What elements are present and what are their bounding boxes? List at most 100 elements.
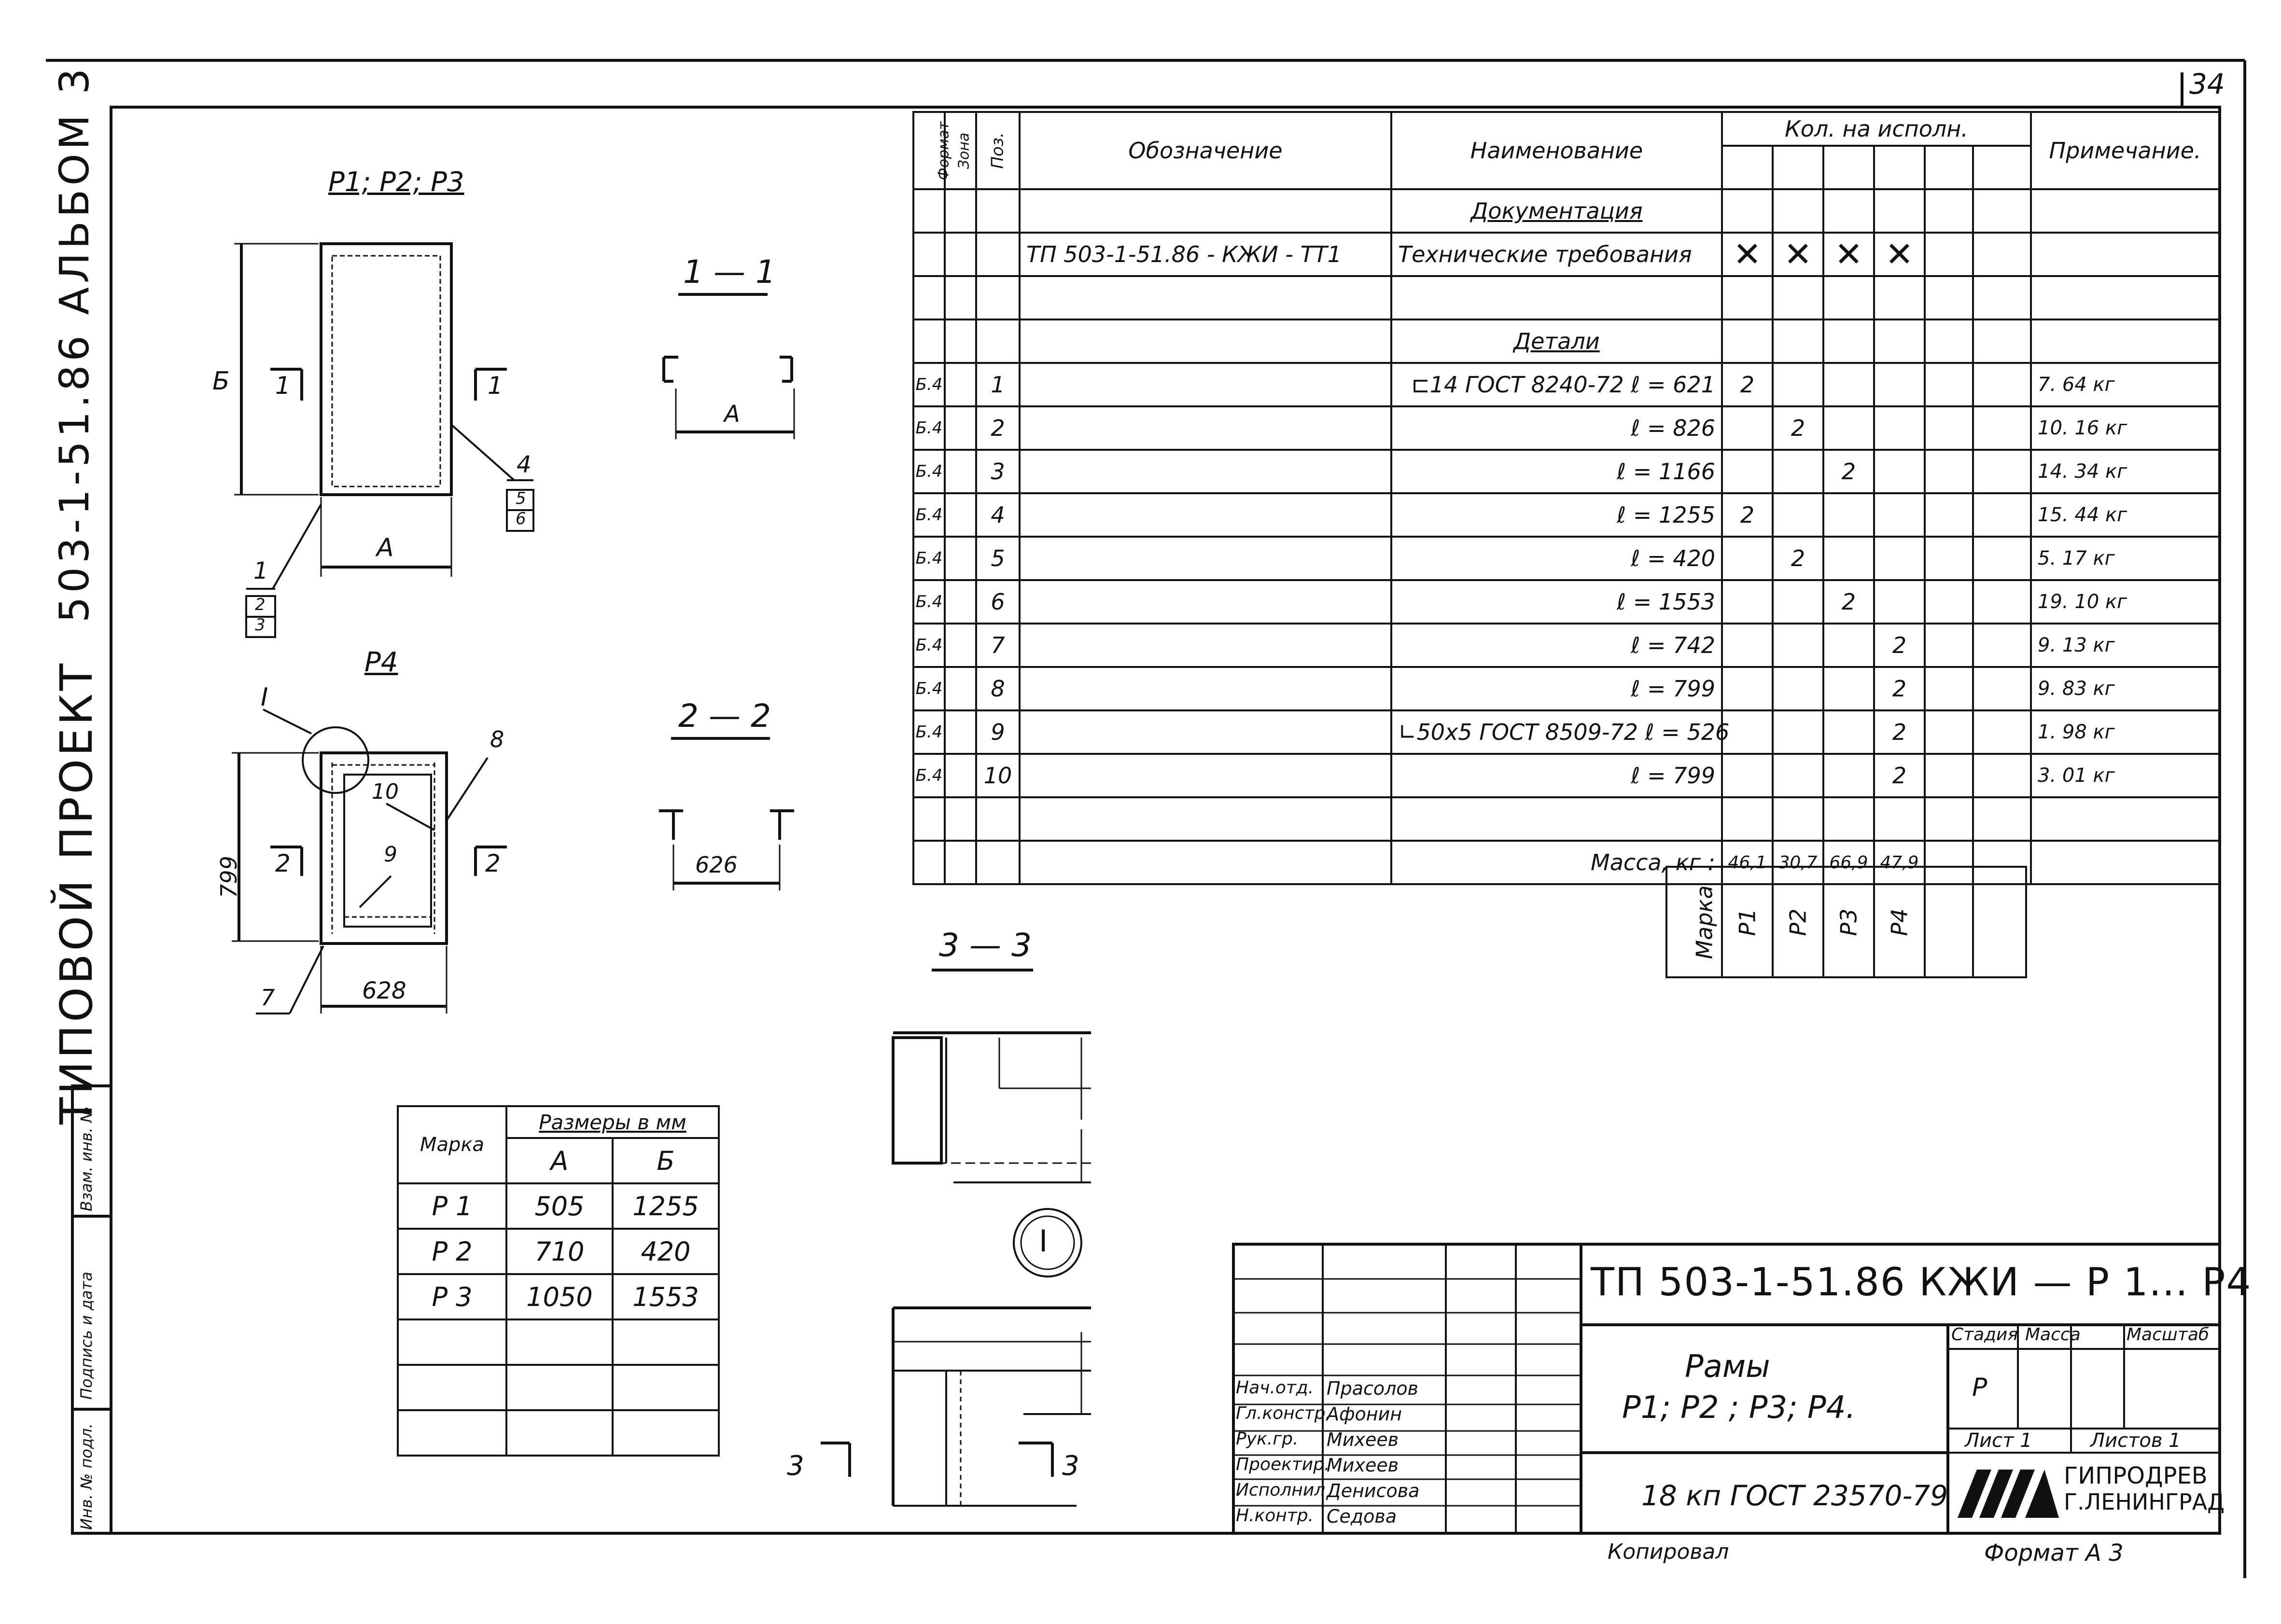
doc-name: Технические требования (1390, 232, 1723, 277)
spec-designation-cell (1019, 492, 1392, 538)
spec-qty-cell (1924, 492, 1974, 538)
spec-name-cell: ℓ = 826 (1390, 405, 1723, 451)
spec-qty-cell (1822, 623, 1875, 668)
spec-note-cell: 7. 64 кг (2030, 362, 2221, 407)
spec-qty-cell (1772, 449, 1824, 494)
marka-p3: Р3 (1822, 866, 1875, 978)
spec-note-cell: 14. 34 кг (2030, 449, 2221, 494)
standard-ref: 18 кп ГОСТ 23570-79 (1641, 1479, 1948, 1512)
drawing-title-line2: Р1; Р2 ; Р3; Р4. (1622, 1390, 1856, 1426)
dims-cell-mark: Р 2 (397, 1228, 507, 1275)
spec-qty-cell (1772, 666, 1824, 711)
signature-role: Нач.отд. (1236, 1378, 1314, 1398)
spec-note-cell: 5. 17 кг (2030, 536, 2221, 581)
spec-qty-cell (1972, 362, 2032, 407)
spec-format-cell: Б.4 (912, 709, 946, 755)
spec-designation-cell (1019, 579, 1392, 625)
spec-format-cell: Б.4 (912, 579, 946, 625)
spec-note-cell: 1. 98 кг (2030, 709, 2221, 755)
spec-qty-cell: 2 (1772, 405, 1824, 451)
spec-format-cell: Б.4 (912, 536, 946, 581)
position-label: 1 (253, 557, 268, 584)
dim-b-label: Б (212, 367, 230, 396)
spec-qty-cell (1822, 536, 1875, 581)
header-note: Примечание. (2030, 111, 2221, 190)
node-callout-label: I (1039, 1223, 1048, 1259)
signature-name: Михеев (1327, 1429, 1399, 1450)
spec-qty-cell: 2 (1873, 623, 1926, 668)
marka-p4: Р4 (1873, 866, 1926, 978)
spine-stamp-cell: Взам. инв. № (77, 1106, 96, 1211)
spec-designation-cell (1019, 623, 1392, 668)
position-label: 4 (517, 451, 532, 478)
spec-name-cell: ⊏14 ГОСТ 8240-72 ℓ = 621 (1390, 362, 1723, 407)
dims-cell-b: 1553 (611, 1273, 720, 1320)
signature-name: Прасолов (1327, 1378, 1419, 1399)
spec-zone-cell (944, 492, 977, 538)
scale-header: Масштаб (2127, 1325, 2210, 1345)
signature-name: Михеев (1327, 1455, 1399, 1476)
spec-name-cell: ℓ = 1553 (1390, 579, 1723, 625)
spec-zone-cell (944, 362, 977, 407)
spec-qty-cell (1924, 362, 1974, 407)
position-label: 3 (255, 615, 266, 635)
section-details: Детали (1390, 319, 1723, 364)
spec-qty-cell: 2 (1721, 362, 1774, 407)
org-city: Г.ЛЕНИНГРАД (2064, 1489, 2225, 1515)
spec-qty-cell (1873, 536, 1926, 581)
drawing-title-line1: Рамы (1685, 1349, 1770, 1385)
spec-format-cell: Б.4 (912, 362, 946, 407)
spec-position-cell: 10 (975, 753, 1021, 798)
spec-position-cell: 3 (975, 449, 1021, 494)
spec-position-cell: 4 (975, 492, 1021, 538)
stage-value: Р (1972, 1373, 1987, 1402)
spec-qty-cell (1972, 623, 2032, 668)
spec-designation-cell (1019, 449, 1392, 494)
cut-label: 3 (1062, 1450, 1079, 1482)
spec-qty-cell (1924, 405, 1974, 451)
spec-qty-cell (1924, 753, 1974, 798)
spec-qty-cell (1721, 623, 1774, 668)
spec-qty-cell (1924, 623, 1974, 668)
spec-qty-cell (1772, 579, 1824, 625)
spec-qty-cell (1873, 362, 1926, 407)
signature-role: Рук.гр. (1236, 1429, 1299, 1449)
copied-by-label: Копировал (1608, 1540, 1729, 1564)
cut-label: 1 (275, 372, 291, 400)
spec-name-cell: ℓ = 742 (1390, 623, 1723, 668)
spec-designation-cell (1019, 536, 1392, 581)
spec-format-cell: Б.4 (912, 405, 946, 451)
sheets-label: Листов 1 (2090, 1430, 2181, 1452)
spec-zone-cell (944, 405, 977, 451)
spec-qty-cell (1721, 579, 1774, 625)
position-label: 10 (372, 779, 399, 804)
spec-qty-cell (1924, 666, 1974, 711)
spec-note-cell: 19. 10 кг (2030, 579, 2221, 625)
spec-qty-cell (1822, 492, 1875, 538)
header-name: Наименование (1390, 111, 1723, 190)
spec-qty-cell (1873, 492, 1926, 538)
spec-position-cell: 6 (975, 579, 1021, 625)
section-2-2-title: 2 — 2 (678, 697, 771, 735)
cross-mark: ✕ (1721, 232, 1774, 277)
spec-position-cell: 8 (975, 666, 1021, 711)
dim-a-label: А (724, 401, 740, 428)
signature-role: Исполнил (1236, 1480, 1326, 1500)
spec-qty-cell (1972, 405, 2032, 451)
position-label: 6 (516, 509, 526, 528)
dims-cell-b: 1255 (611, 1182, 720, 1230)
spec-qty-cell (1972, 536, 2032, 581)
spec-designation-cell (1019, 753, 1392, 798)
signature-role: Н.контр. (1236, 1506, 1314, 1526)
spec-designation-cell (1019, 405, 1392, 451)
spec-qty-cell (1772, 492, 1824, 538)
spec-name-cell: ℓ = 1166 (1390, 449, 1723, 494)
spec-position-cell: 9 (975, 709, 1021, 755)
spine-project-label: ТИПОВОЙ ПРОЕКТ (51, 661, 102, 1124)
